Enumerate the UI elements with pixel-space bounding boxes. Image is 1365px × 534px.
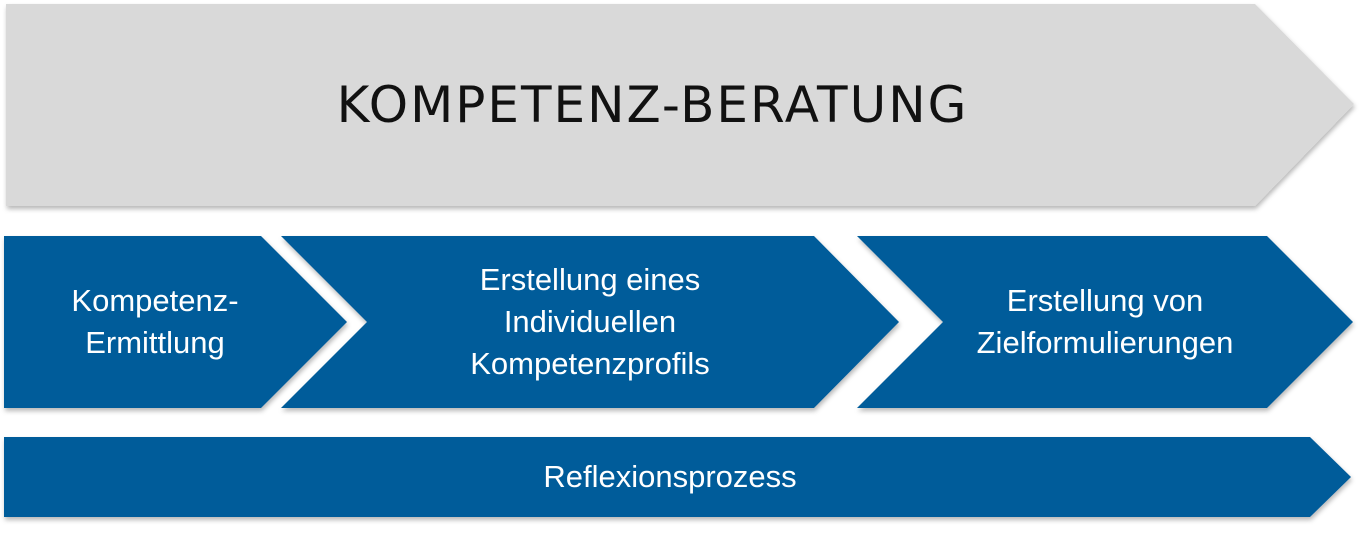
reflection-process-label: Reflexionsprozess	[543, 459, 797, 495]
reflection-process-arrow	[4, 437, 1351, 517]
step-3-label: Erstellung von Zielformulierungen	[976, 283, 1234, 360]
step-2-chevron	[281, 236, 899, 408]
step-1-arrow	[4, 236, 347, 408]
title-banner-arrow	[6, 4, 1354, 206]
step-2-label: Erstellung eines Individuellen Kompetenz…	[470, 262, 710, 381]
step-1-label: Kompetenz- Ermittlung	[71, 283, 239, 360]
step-3-chevron	[857, 236, 1353, 408]
diagram-title: KOMPETENZ-BERATUNG	[336, 76, 969, 134]
